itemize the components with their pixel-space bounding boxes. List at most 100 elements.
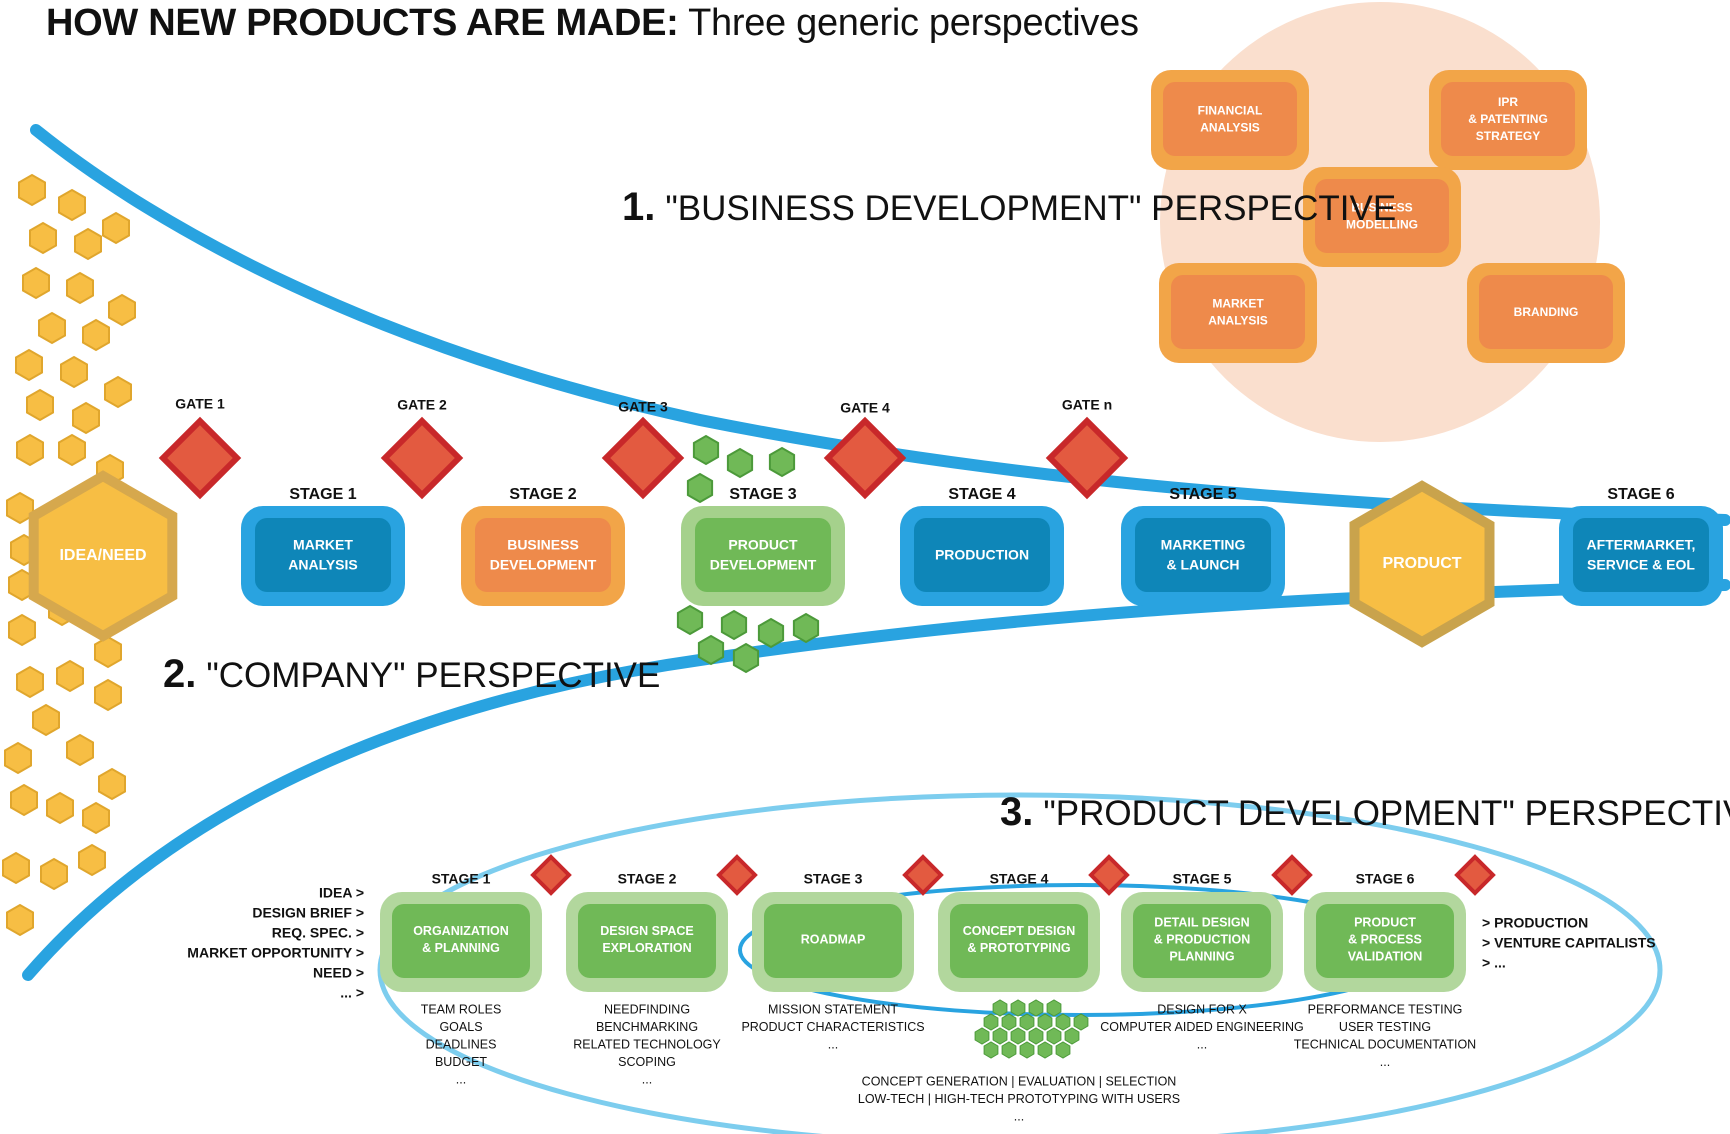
business-box-label: IPR (1498, 95, 1518, 109)
pd-stage-note: RELATED TECHNOLOGY (573, 1037, 721, 1051)
idea-need-hex-icon (28, 470, 178, 642)
gate-label: GATE 3 (618, 399, 668, 415)
business-box: BRANDING (1467, 263, 1625, 363)
pd-stage-note: DEADLINES (426, 1037, 497, 1051)
pd-stage-label: VALIDATION (1348, 949, 1423, 963)
concept-note: LOW-TECH | HIGH-TECH PROTOTYPING WITH US… (858, 1092, 1180, 1106)
pd-stage-number: STAGE 4 (990, 871, 1049, 887)
green-hex-clusters (676, 434, 1089, 1059)
business-box-label: MODELLING (1346, 218, 1418, 232)
pd-stage-number: STAGE 2 (618, 871, 677, 887)
company-stage-inner (255, 518, 391, 592)
business-box-label: MARKET (1212, 297, 1264, 311)
idea-hex-icon (94, 678, 122, 712)
pd-gate-diamond-icon (1271, 854, 1313, 896)
idea-hex-icon (4, 741, 32, 775)
green-hex-icon (1019, 1041, 1035, 1059)
perspective-company-label: "COMPANY" PERSPECTIVE (206, 656, 661, 695)
green-hex-icon (732, 642, 760, 674)
company-stage-inner (1573, 518, 1709, 592)
pd-stage-note: MISSION STATEMENT (768, 1002, 898, 1016)
idea-hex-icon (15, 348, 43, 382)
green-hex-icon (1055, 1013, 1071, 1031)
pd-gate-diamond-icon (1454, 854, 1496, 896)
green-hex-icon (1001, 1041, 1017, 1059)
company-stage-label: PRODUCTION (935, 547, 1029, 563)
pd-stage-inner (1133, 904, 1271, 978)
company-stage-label: & LAUNCH (1166, 557, 1239, 573)
idea-need-label: IDEA/NEED (59, 547, 146, 564)
green-hex-icon (992, 999, 1008, 1017)
company-stage-inner (1135, 518, 1271, 592)
pd-stage-note: BUDGET (435, 1055, 487, 1069)
idea-hex-icon (102, 211, 130, 245)
input-label: NEED > (313, 965, 364, 981)
company-stage-number: STAGE 5 (1169, 486, 1236, 503)
idea-hex-icon (66, 733, 94, 767)
pd-stage-note: ... (1197, 1037, 1207, 1051)
idea-hex-icon (22, 266, 50, 300)
idea-hex-icon (94, 635, 122, 669)
green-hex-icon (1055, 1041, 1071, 1059)
idea-hex-icon (32, 703, 60, 737)
pd-stage-label: EXPLORATION (602, 941, 691, 955)
input-label: IDEA > (319, 885, 364, 901)
pd-stage-note: PERFORMANCE TESTING (1308, 1002, 1463, 1016)
green-hex-icon (1064, 1027, 1080, 1045)
pd-stage-inner (764, 904, 902, 978)
perspective-business-number: 1. (622, 185, 656, 229)
page-title: HOW NEW PRODUCTS ARE MADE: Three generic… (46, 2, 1139, 45)
pd-gate-diamond-icon (1088, 854, 1130, 896)
gate-diamond-icon (158, 416, 242, 500)
pd-stage-label: ROADMAP (801, 932, 866, 946)
green-hex-icon (1046, 999, 1062, 1017)
business-box-inner (1441, 82, 1575, 156)
perspective-product: 3."PRODUCT DEVELOPMENT" PERSPECTIVE (1000, 790, 1730, 835)
green-hex-icon (692, 434, 720, 466)
company-stage-label: MARKETING (1161, 537, 1246, 553)
idea-hex-icon (16, 433, 44, 467)
pd-stage-inner (950, 904, 1088, 978)
pd-stage-label: & PROTOTYPING (967, 941, 1070, 955)
input-label: DESIGN BRIEF > (252, 905, 364, 921)
green-hex-icon (1037, 1041, 1053, 1059)
company-stage-label: SERVICE & EOL (1587, 557, 1695, 573)
business-box-label: BUSINESS (1351, 201, 1412, 215)
company-stage-label: ANALYSIS (288, 557, 358, 573)
company-stage-inner (914, 518, 1050, 592)
idea-hex-icon (82, 318, 110, 352)
pd-stage-note: BENCHMARKING (596, 1020, 698, 1034)
output-label: > VENTURE CAPITALISTS (1482, 935, 1656, 951)
idea-hex-icon (6, 491, 34, 525)
business-box-label: ANALYSIS (1200, 121, 1260, 135)
company-stage-label: BUSINESS (507, 537, 579, 553)
pd-stage-note: GOALS (439, 1020, 482, 1034)
business-box-inner (1163, 82, 1297, 156)
pd-stage-note: TEAM ROLES (421, 1002, 502, 1016)
idea-hex-icon (10, 783, 38, 817)
gate-diamond-icon (1045, 416, 1129, 500)
perspective-business: 1."BUSINESS DEVELOPMENT" PERSPECTIVE (622, 185, 1396, 230)
idea-hex-icon (16, 665, 44, 699)
company-stage-label: DEVELOPMENT (710, 557, 817, 573)
idea-hex-icon (58, 188, 86, 222)
green-hex-icon (992, 1027, 1008, 1045)
side-labels: IDEA >DESIGN BRIEF >REQ. SPEC. >MARKET O… (187, 885, 1655, 1001)
perspective-company-number: 2. (163, 652, 197, 696)
pd-stage-inner (578, 904, 716, 978)
green-hex-icon (697, 634, 725, 666)
pd-stage-note: SCOPING (618, 1055, 676, 1069)
idea-hex-icon (66, 271, 94, 305)
idea-hex-icon (108, 293, 136, 327)
pd-stage-number: STAGE 3 (804, 871, 863, 887)
business-box-inner (1479, 275, 1613, 349)
pd-stage-note: ... (456, 1072, 466, 1086)
